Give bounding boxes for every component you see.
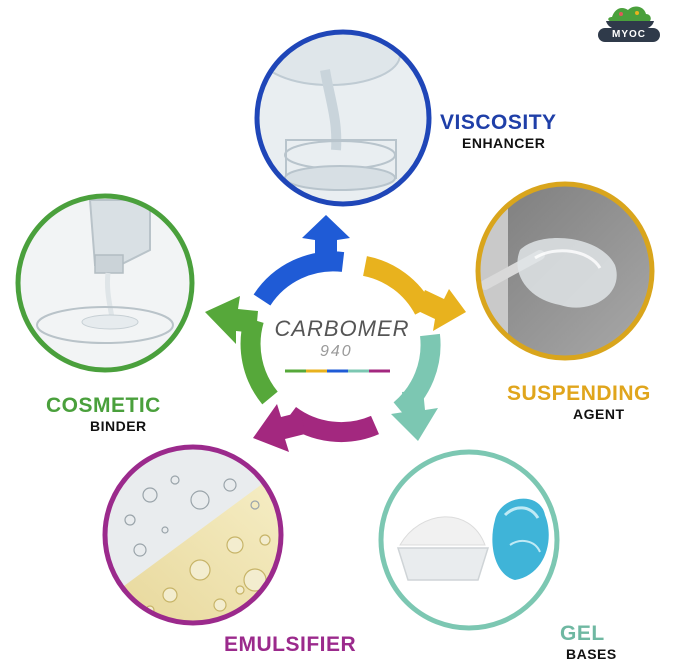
- label-cosmetic: COSMETIC BINDER: [46, 395, 161, 433]
- label-emulsifier-title: EMULSIFIER: [224, 633, 357, 656]
- arrowhead-green: [205, 296, 258, 344]
- label-gel-title: GEL: [560, 622, 605, 645]
- arrowhead-teal: [391, 390, 438, 441]
- label-viscosity-subtitle: ENHANCER: [462, 135, 546, 151]
- arrowhead-purple: [253, 404, 305, 452]
- suspending-photo: [475, 181, 655, 361]
- gel-bases-photo: [378, 449, 560, 631]
- label-suspending-title: SUSPENDING: [507, 382, 651, 405]
- label-viscosity-title: VISCOSITY: [440, 111, 557, 134]
- arrow-blue: [253, 251, 345, 306]
- label-emulsifier: EMULSIFIER: [224, 634, 356, 655]
- label-gel-subtitle: BASES: [566, 646, 617, 662]
- cycle-arrowheads: [205, 215, 466, 452]
- label-gel: GEL BASES: [560, 623, 617, 661]
- arrowhead-yellow: [416, 289, 466, 331]
- label-suspending: SUSPENDING AGENT: [507, 383, 651, 421]
- brand-logo-icon: [606, 6, 654, 30]
- label-suspending-subtitle: AGENT: [573, 406, 625, 422]
- arrow-yellow: [362, 256, 433, 315]
- arrowhead-blue: [302, 215, 350, 262]
- brand-logo-text: MYOC: [598, 28, 660, 42]
- label-cosmetic-subtitle: BINDER: [90, 418, 147, 434]
- label-cosmetic-title: COSMETIC: [46, 394, 161, 417]
- center-subtitle: 940: [320, 343, 353, 360]
- label-viscosity: VISCOSITY ENHANCER: [440, 112, 557, 150]
- viscosity-photo: [254, 29, 432, 207]
- center-title: CARBOMER: [274, 316, 410, 341]
- cosmetic-photo: [15, 193, 195, 373]
- emulsifier-photo: [102, 444, 284, 626]
